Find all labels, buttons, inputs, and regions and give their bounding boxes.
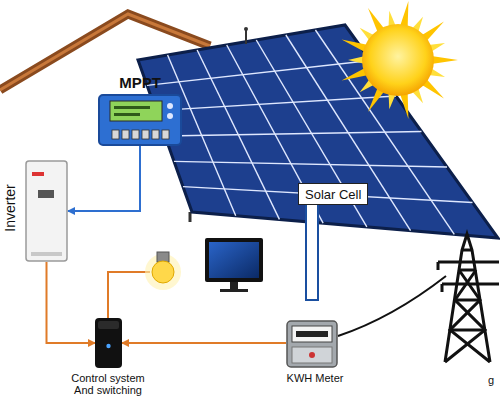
kwh-meter-node: KWH Meter: [280, 320, 350, 385]
grid-label: g: [488, 374, 494, 387]
control-shape: [95, 318, 122, 368]
inverter-device: [25, 160, 68, 262]
tv-screen: [209, 242, 259, 278]
control-top: [98, 321, 119, 329]
inverter-logo: [32, 172, 44, 176]
grid-wire: [338, 276, 446, 336]
inverter-node: Inverter: [2, 158, 68, 262]
inverter-shape: [25, 160, 68, 262]
wire-connector: [68, 146, 140, 211]
panel-grid-line: [174, 161, 447, 167]
meter-led: [309, 352, 315, 358]
mppt-button: [167, 103, 173, 109]
mppt-terminal: [132, 130, 139, 139]
meter-window: [292, 326, 332, 342]
mppt-body: [99, 95, 181, 145]
meter-digits: [296, 331, 328, 337]
control-node: Control system And switching: [48, 318, 154, 396]
panel-support: [189, 212, 192, 222]
panel-grid-line: [156, 96, 396, 111]
kwh-meter-device: [286, 320, 338, 368]
mppt-shape: [98, 94, 182, 146]
mppt-terminal: [142, 130, 149, 139]
tv-frame: [205, 238, 263, 282]
control-body: [95, 318, 122, 368]
mppt-terminal: [112, 130, 119, 139]
panel-grid-line: [183, 187, 473, 203]
panel-grid-line: [147, 61, 371, 86]
mppt-button: [167, 113, 173, 119]
wire-connector: [47, 262, 96, 343]
meter-body: [287, 321, 337, 367]
inverter-label: Inverter: [2, 163, 18, 253]
mppt-screen: [110, 101, 162, 121]
tv-stand: [220, 289, 248, 292]
lamp-wire: [108, 272, 150, 318]
mppt-terminal: [152, 130, 159, 139]
inverter-vent: [31, 252, 62, 256]
panel-conduit: [306, 204, 318, 300]
meter-shape: [286, 320, 338, 368]
lamp-bulb: [152, 261, 174, 283]
mppt-terminal: [122, 130, 129, 139]
control-device: [95, 318, 122, 368]
wire-connector: [122, 342, 286, 344]
grid-tower: [438, 234, 499, 362]
solar-cell-label: Solar Cell: [305, 187, 361, 202]
solar-cell-label-box: Solar Cell: [298, 183, 368, 205]
mppt-screen-bar: [114, 106, 150, 109]
panel-grid-line: [165, 132, 422, 137]
antenna-tip: [244, 27, 248, 31]
mppt-screen-bar: [114, 113, 140, 116]
control-light: [106, 344, 110, 348]
control-label: Control system And switching: [62, 372, 154, 396]
meter-lower: [292, 347, 332, 363]
mppt-node: MPPT: [98, 74, 182, 146]
mppt-label: MPPT: [98, 74, 182, 92]
mppt-terminal: [162, 130, 169, 139]
sun: [362, 24, 434, 96]
kwh-meter-label: KWH Meter: [280, 372, 350, 385]
sun-rays: [342, 1, 458, 119]
mppt-device: [98, 94, 182, 146]
inverter-display: [38, 190, 54, 198]
inverter-body: [26, 161, 67, 261]
tv-neck: [230, 282, 238, 289]
antenna: [245, 30, 247, 44]
